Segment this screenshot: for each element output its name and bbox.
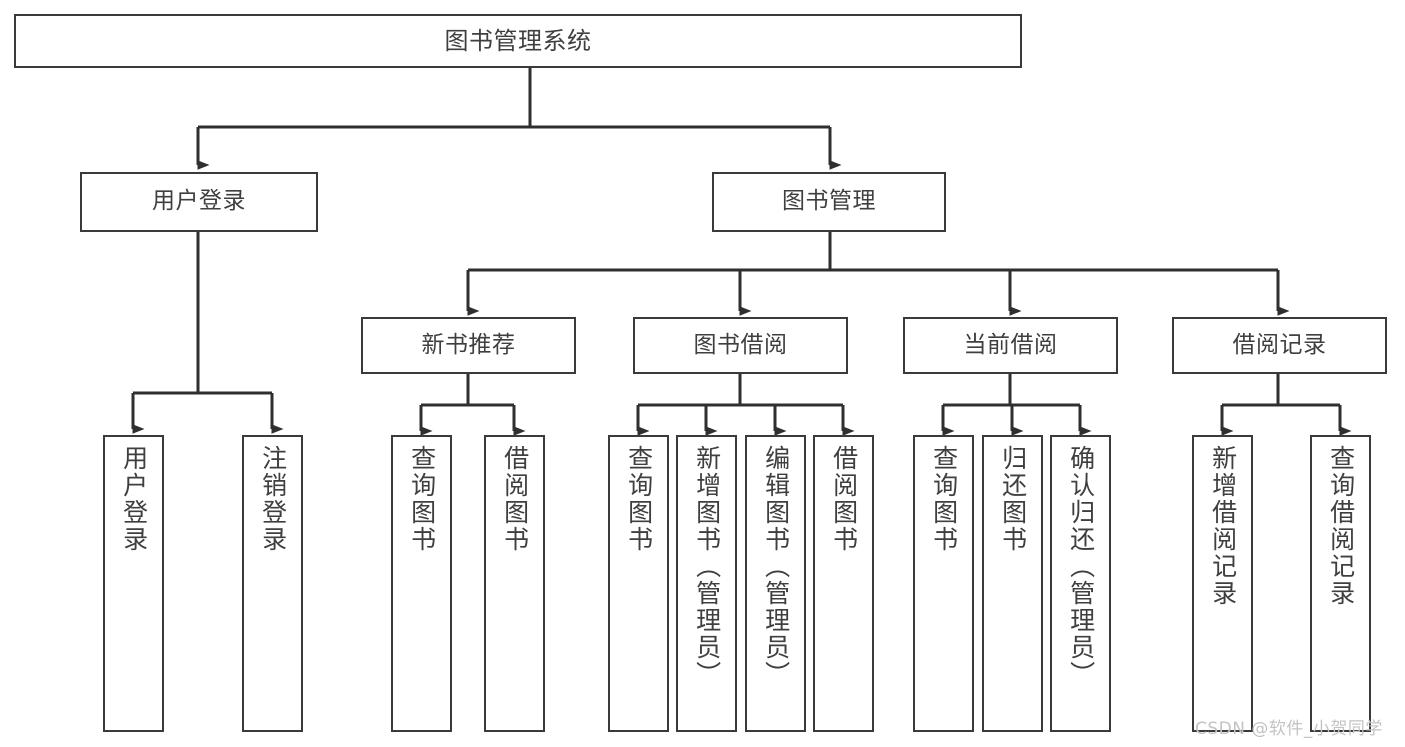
- node-borrow-record-label: 借阅记录: [1232, 331, 1327, 358]
- node-current-borrow[interactable]: 当前借阅: [903, 317, 1118, 374]
- node-leaf-confirm-return[interactable]: 确认归还（管理员）: [1050, 435, 1111, 732]
- node-leaf-borrow-book-1-label: 借阅图书: [500, 445, 530, 553]
- node-leaf-query-book-3[interactable]: 查询图书: [913, 435, 974, 732]
- node-leaf-user-login[interactable]: 用户登录: [103, 435, 164, 732]
- watermark: CSDN @软件_小贺同学: [1195, 719, 1383, 739]
- node-borrow-record[interactable]: 借阅记录: [1172, 317, 1387, 374]
- node-leaf-add-record-label: 新增借阅记录: [1208, 445, 1238, 607]
- node-book-borrow-label: 图书借阅: [693, 331, 788, 358]
- node-leaf-borrow-book-2[interactable]: 借阅图书: [813, 435, 874, 732]
- node-leaf-edit-book-label: 编辑图书（管理员）: [761, 445, 791, 688]
- node-book-manage[interactable]: 图书管理: [712, 172, 946, 232]
- node-user-login-label: 用户登录: [152, 188, 246, 215]
- node-leaf-query-record-label: 查询借阅记录: [1326, 445, 1356, 607]
- node-leaf-add-book-label: 新增图书（管理员）: [692, 445, 722, 688]
- node-leaf-logout-login-label: 注销登录: [258, 445, 288, 553]
- node-book-manage-label: 图书管理: [782, 188, 876, 215]
- node-new-book-recommend[interactable]: 新书推荐: [361, 317, 576, 374]
- node-leaf-user-login-label: 用户登录: [119, 445, 149, 553]
- node-leaf-logout-login[interactable]: 注销登录: [242, 435, 303, 732]
- node-leaf-borrow-book-1[interactable]: 借阅图书: [484, 435, 545, 732]
- node-root[interactable]: 图书管理系统: [14, 14, 1022, 68]
- node-leaf-query-book-1-label: 查询图书: [407, 445, 437, 553]
- node-leaf-query-book-3-label: 查询图书: [929, 445, 959, 553]
- node-leaf-query-book-2[interactable]: 查询图书: [608, 435, 669, 732]
- node-new-book-recommend-label: 新书推荐: [421, 331, 516, 358]
- node-leaf-edit-book[interactable]: 编辑图书（管理员）: [745, 435, 806, 732]
- node-root-label: 图书管理系统: [444, 26, 592, 55]
- node-leaf-query-record[interactable]: 查询借阅记录: [1310, 435, 1371, 732]
- node-user-login[interactable]: 用户登录: [80, 172, 318, 232]
- node-leaf-query-book-1[interactable]: 查询图书: [391, 435, 452, 732]
- node-leaf-return-book-label: 归还图书: [998, 445, 1028, 553]
- node-leaf-return-book[interactable]: 归还图书: [982, 435, 1043, 732]
- node-current-borrow-label: 当前借阅: [963, 331, 1058, 358]
- node-leaf-borrow-book-2-label: 借阅图书: [829, 445, 859, 553]
- node-leaf-add-record[interactable]: 新增借阅记录: [1192, 435, 1253, 732]
- node-leaf-query-book-2-label: 查询图书: [624, 445, 654, 553]
- node-leaf-confirm-return-label: 确认归还（管理员）: [1066, 445, 1096, 688]
- node-leaf-add-book[interactable]: 新增图书（管理员）: [676, 435, 737, 732]
- node-book-borrow[interactable]: 图书借阅: [633, 317, 848, 374]
